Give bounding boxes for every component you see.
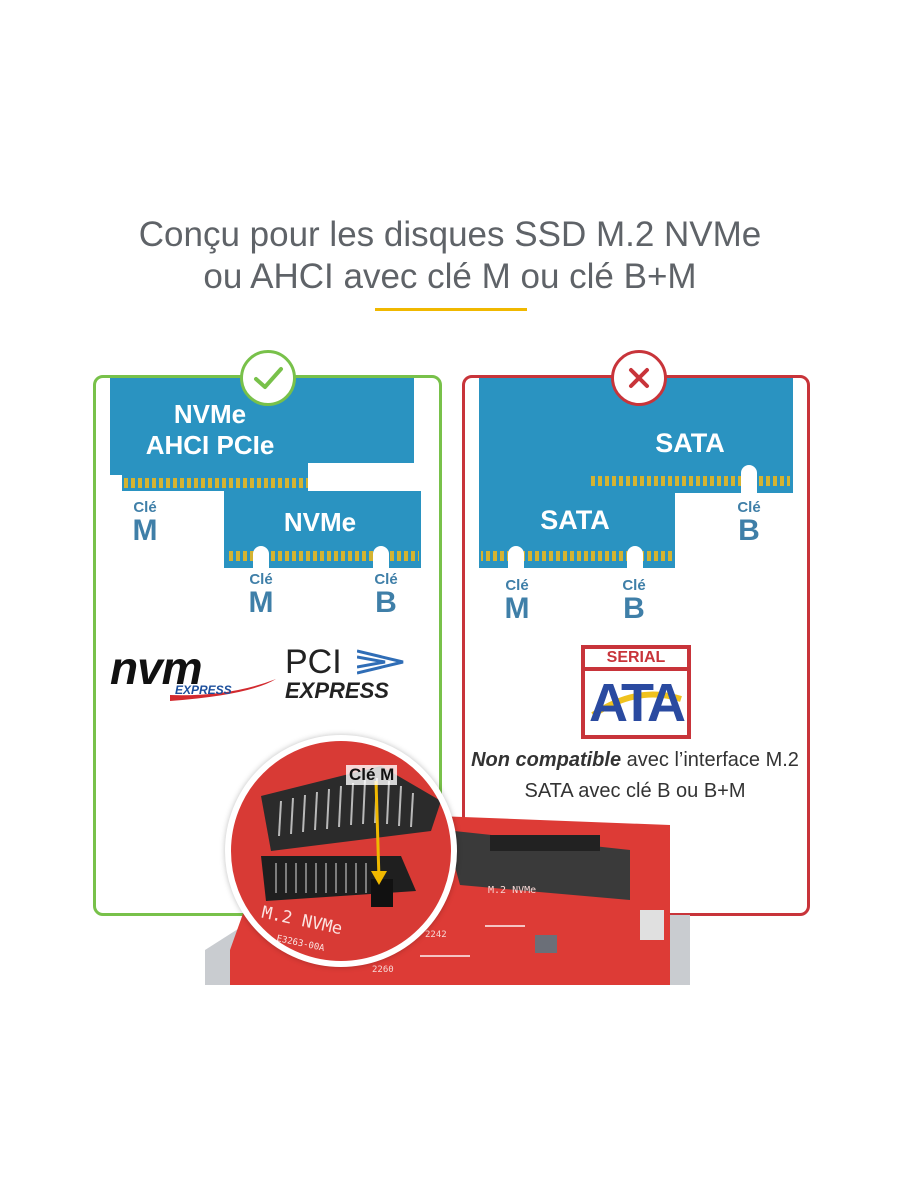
x-icon bbox=[629, 368, 649, 388]
magnifier-circle: Clé M M.2 NVMe E3263-00A bbox=[225, 735, 457, 967]
nvme-label: NVMe bbox=[283, 507, 357, 537]
sata-card-top bbox=[585, 378, 793, 493]
pcb-code-1: 2242 bbox=[425, 930, 447, 940]
compatible-badge bbox=[240, 350, 296, 406]
incompatible-cards-graphic bbox=[479, 378, 793, 568]
nvme-ahci-card bbox=[110, 378, 414, 491]
key-m-top-left: Clé M bbox=[132, 499, 158, 547]
pci-express-logo: PCI EXPRESS bbox=[285, 645, 425, 705]
nvme-ahci-label-2: AHCI PCIe bbox=[145, 430, 275, 460]
key-b-sata: Clé B bbox=[622, 577, 646, 625]
incompatible-note: Non compatible avec l’interface M.2 SATA… bbox=[471, 749, 799, 802]
headline-line-2: ou AHCI avec clé M ou clé B+M bbox=[203, 257, 697, 296]
sata-card-bottom bbox=[479, 378, 675, 568]
checkmark-icon bbox=[254, 367, 283, 389]
key-b-bottom: Clé B bbox=[374, 571, 398, 619]
magnifier-label: Clé M bbox=[346, 765, 398, 785]
key-b-top-right: Clé B bbox=[737, 499, 761, 547]
sata-label-bottom: SATA bbox=[540, 505, 610, 535]
pcb-code-2: 2260 bbox=[372, 965, 394, 975]
nvme-ahci-label-1: NVMe bbox=[173, 399, 247, 429]
headline-underline bbox=[375, 308, 527, 311]
key-m-bottom: Clé M bbox=[248, 571, 274, 619]
compatible-cards-graphic bbox=[110, 378, 421, 568]
sata-label-top: SATA bbox=[655, 428, 725, 458]
incompatible-badge bbox=[611, 350, 667, 406]
serial-ata-logo: SERIAL ATA bbox=[581, 645, 691, 739]
headline-line-1: Conçu pour les disques SSD M.2 NVMe bbox=[138, 215, 762, 254]
key-m-sata: Clé M bbox=[504, 577, 530, 625]
nvm-express-logo: nvm EXPRESS bbox=[110, 645, 276, 705]
nvme-card bbox=[224, 491, 421, 568]
board-print-small: M.2 NVMe bbox=[488, 885, 537, 896]
